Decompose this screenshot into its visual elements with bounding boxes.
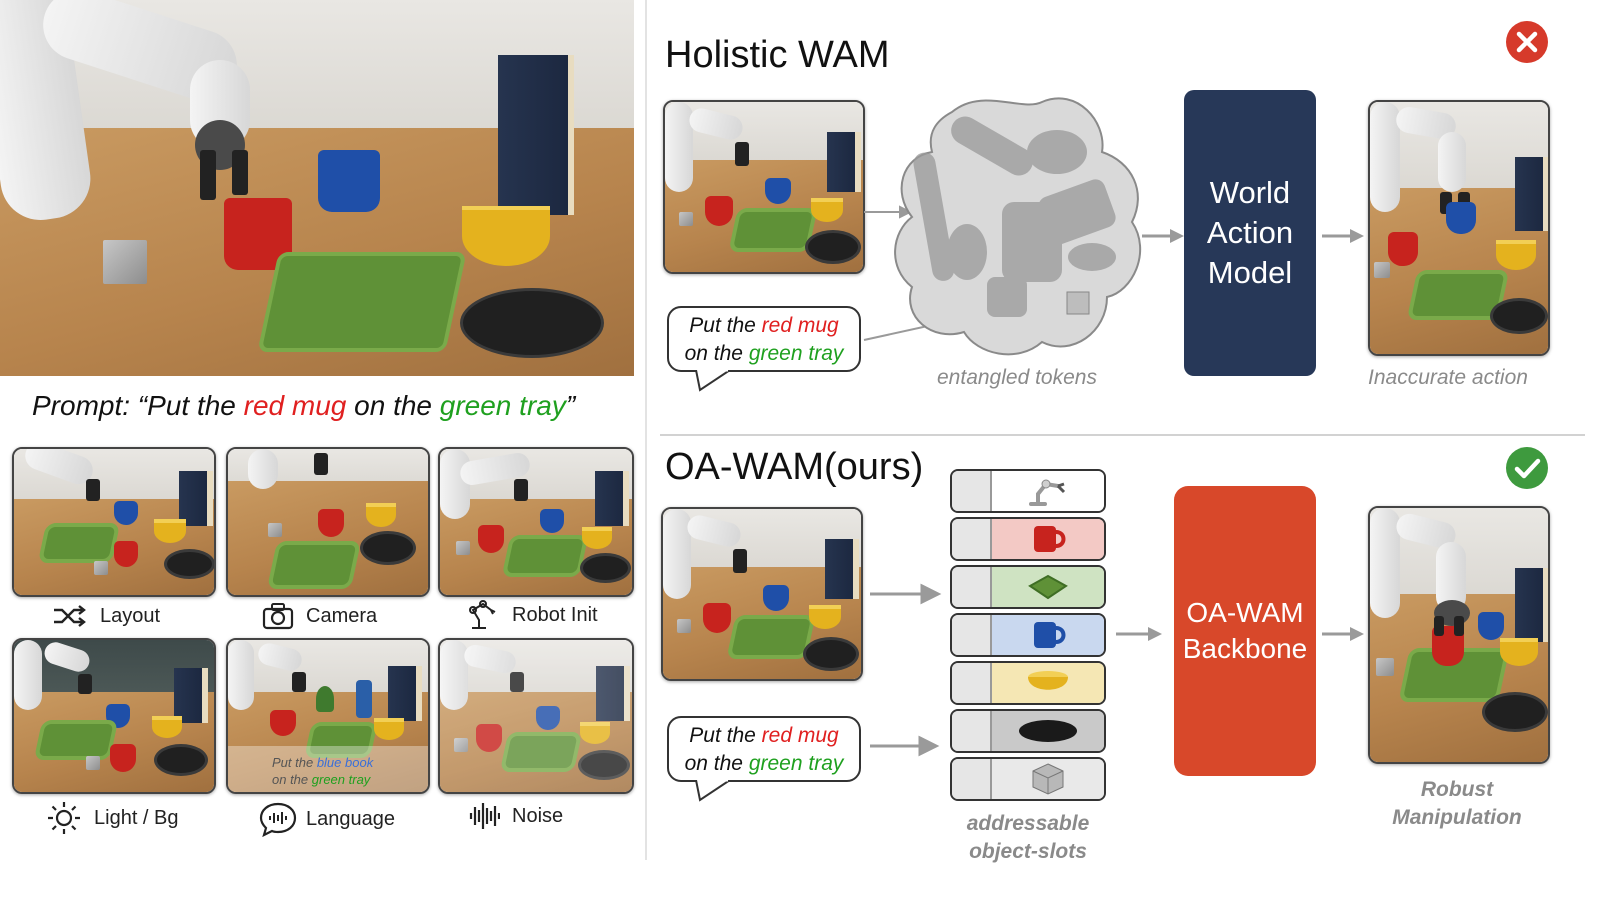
language-overlay-text: Put the blue book on the green tray — [272, 754, 373, 788]
variation-layout: Layout — [52, 602, 160, 630]
object-slots-caption: addressable object-slots — [940, 810, 1116, 866]
prompt-suffix: ” — [565, 390, 576, 421]
variation-label: Layout — [100, 604, 161, 627]
section-divider — [660, 434, 1585, 436]
bubble-green-tray: green tray — [748, 342, 844, 365]
oa-input-image — [661, 507, 863, 681]
overlay-blue-book: blue book — [316, 755, 374, 770]
green-tray-icon — [1028, 574, 1068, 600]
arrow-to-model — [1142, 229, 1184, 243]
cross-icon — [1506, 21, 1548, 63]
panel-divider — [645, 0, 647, 860]
prompt-red-mug: red mug — [243, 390, 347, 421]
backbone-line: Backbone — [1182, 633, 1308, 664]
noise-icon — [469, 803, 500, 829]
holistic-input-image — [663, 100, 865, 274]
speech-icon — [259, 802, 297, 837]
prompt-prefix: Prompt: “Put the — [32, 390, 244, 421]
slot-green-tray — [950, 565, 1106, 609]
oa-prompt-bubble: Put the red mug on the green tray — [667, 716, 861, 782]
variation-language: Language — [258, 801, 395, 837]
holistic-title: Holistic WAM — [665, 34, 890, 76]
variation-label: Camera — [306, 604, 378, 627]
entangled-tokens-caption: entangled tokens — [937, 366, 1097, 389]
backbone-line: OA-WAM — [1186, 597, 1304, 628]
variation-label: Language — [306, 807, 395, 830]
variation-language-thumb: Put the blue book on the green tray — [226, 638, 430, 794]
variation-robot-init-thumb — [438, 447, 634, 597]
shuffle-icon — [54, 605, 86, 627]
blue-mug-icon — [1034, 622, 1066, 648]
variation-robot-init: Robot Init — [466, 598, 598, 632]
overlay-line1-prefix: Put the — [272, 755, 317, 770]
world-action-model-box: World Action Model — [1184, 90, 1316, 376]
oa-result-image — [1368, 506, 1550, 764]
slot-robot — [950, 469, 1106, 513]
variation-label: Light / Bg — [94, 806, 179, 829]
bubble-prefix: Put the — [689, 314, 762, 337]
variation-light-bg: Light / Bg — [46, 801, 179, 835]
bubble-red-mug: red mug — [761, 724, 839, 747]
sun-icon — [48, 802, 80, 834]
arrow-to-result — [1322, 229, 1364, 243]
slot-blue-mug — [950, 613, 1106, 657]
variation-noise: Noise — [468, 800, 563, 832]
caption-line: Robust — [1420, 778, 1494, 801]
model-line: Model — [1207, 255, 1293, 290]
hero-scene-image — [0, 0, 634, 376]
oa-wam-title: OA-WAM(ours) — [665, 446, 924, 488]
cube-icon — [1032, 763, 1064, 795]
robot-arm-icon — [469, 600, 496, 629]
inaccurate-action-caption: Inaccurate action — [1368, 366, 1528, 389]
prompt-text: Prompt: “Put the red mug on the green tr… — [32, 390, 632, 422]
oa-wam-backbone-box: OA-WAM Backbone — [1174, 486, 1316, 776]
slot-red-mug — [950, 517, 1106, 561]
bubble-red-mug: red mug — [761, 314, 839, 337]
arrow-to-backbone — [1116, 627, 1162, 641]
caption-line: addressable — [966, 812, 1090, 835]
variation-camera: Camera — [262, 600, 377, 632]
variation-label: Noise — [512, 804, 564, 827]
variation-layout-thumb — [12, 447, 216, 597]
slot-black-plate — [950, 709, 1106, 753]
slot-cube — [950, 757, 1106, 801]
bubble-prefix: on the — [684, 342, 749, 365]
robot-arm-icon — [1029, 479, 1066, 506]
black-plate-icon — [1019, 720, 1077, 742]
slot-yellow-bowl — [950, 661, 1106, 705]
prompt-green-tray: green tray — [439, 390, 566, 421]
bubble-prefix: on the — [684, 752, 749, 775]
camera-icon — [262, 603, 294, 630]
robust-manipulation-caption: Robust Manipulation — [1368, 776, 1546, 832]
bubble-tail — [695, 780, 731, 802]
caption-line: Manipulation — [1392, 806, 1522, 829]
holistic-result-image — [1368, 100, 1550, 356]
holistic-prompt-bubble: Put the red mug on the green tray — [667, 306, 861, 372]
entangled-tokens-blob — [894, 97, 1142, 356]
prompt-middle: on the — [346, 390, 440, 421]
variation-light-thumb — [12, 638, 216, 794]
caption-line: object-slots — [969, 840, 1087, 863]
variation-label: Robot Init — [512, 603, 598, 626]
variation-camera-thumb — [226, 447, 430, 597]
arrow-to-robust-result — [1322, 627, 1364, 641]
red-mug-icon — [1034, 526, 1066, 552]
check-icon — [1506, 447, 1548, 489]
arrows-to-slots — [870, 583, 942, 757]
bubble-prefix: Put the — [689, 724, 762, 747]
bubble-tail — [695, 370, 731, 392]
overlay-green-tray: green tray — [311, 772, 371, 787]
overlay-line2-prefix: on the — [272, 772, 312, 787]
yellow-bowl-icon — [1028, 671, 1068, 690]
model-line: World — [1209, 175, 1291, 210]
bubble-green-tray: green tray — [748, 752, 844, 775]
model-line: Action — [1206, 215, 1294, 250]
variation-noise-thumb — [438, 638, 634, 794]
